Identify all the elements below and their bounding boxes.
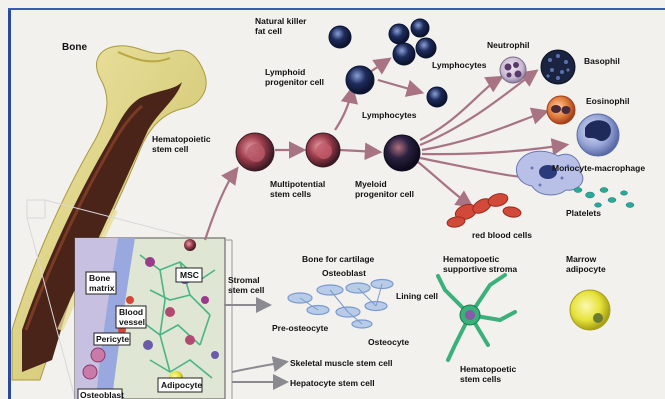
frame-top bbox=[8, 8, 665, 10]
label-multipotential-2: stem cells bbox=[270, 189, 311, 199]
inset-label-pericyte: Pericyte bbox=[94, 333, 130, 345]
label-lymphocytes-upper: Lymphocytes bbox=[432, 60, 487, 70]
basophil bbox=[541, 50, 575, 84]
label-lymphoid-1: Lymphoid bbox=[265, 67, 305, 77]
myeloid-progenitor-cell bbox=[384, 135, 420, 171]
label-myeloid-1: Myeloid bbox=[355, 179, 387, 189]
svg-text:Adipocyte: Adipocyte bbox=[161, 380, 202, 390]
inset-label-msc: MSC bbox=[176, 268, 202, 282]
inset-label-osteoblast: Osteoblast bbox=[78, 389, 124, 399]
neutrophil bbox=[500, 57, 526, 83]
label-hematopoietic-stem-cell-1: Hematopoietic bbox=[152, 134, 211, 144]
label-platelets: Platelets bbox=[566, 208, 601, 218]
label-marrow-adipocyte-1: Marrow bbox=[566, 254, 597, 264]
inset-label-bone-matrix: Bone matrix bbox=[86, 272, 116, 294]
multipotential-stem-cell bbox=[306, 133, 340, 167]
lymphocyte-lower bbox=[427, 87, 447, 107]
label-stromal-1: Stromal bbox=[228, 275, 260, 285]
label-hsc-bottom-1: Hematopoetic bbox=[460, 364, 516, 374]
inset-label-blood-vessel: Blood vessel bbox=[116, 306, 146, 328]
label-eosinophil: Eosinophil bbox=[586, 96, 629, 106]
label-nk-2: fat cell bbox=[255, 26, 282, 36]
svg-text:Blood: Blood bbox=[119, 307, 143, 317]
label-osteocyte: Osteocyte bbox=[368, 337, 409, 347]
label-myeloid-2: progenitor cell bbox=[355, 189, 414, 199]
lymphoid-progenitor-cell bbox=[346, 66, 374, 94]
natural-killer-cell bbox=[329, 26, 351, 48]
label-red-blood-cells: red blood cells bbox=[472, 230, 532, 240]
label-bone: Bone bbox=[62, 42, 87, 53]
label-skeletal-muscle-stem-cell: Skeletal muscle stem cell bbox=[290, 358, 393, 368]
label-marrow-adipocyte-2: adipocyte bbox=[566, 264, 606, 274]
label-hsc-bottom-2: stem cells bbox=[460, 374, 501, 384]
label-bone-for-cartilage: Bone for cartilage bbox=[302, 254, 375, 264]
svg-text:Bone: Bone bbox=[89, 273, 111, 283]
label-basophil: Basophil bbox=[584, 56, 620, 66]
marrow-adipocyte-cell bbox=[570, 290, 610, 330]
svg-text:MSC: MSC bbox=[180, 270, 199, 280]
svg-text:matrix: matrix bbox=[89, 283, 115, 293]
label-hematopoietic-stem-cell-2: stem cell bbox=[152, 144, 188, 154]
label-neutrophil: Neutrophil bbox=[487, 40, 530, 50]
label-stromal-2: stem cell bbox=[228, 285, 264, 295]
svg-text:Pericyte: Pericyte bbox=[96, 334, 129, 344]
label-multipotential-1: Multipotential bbox=[270, 179, 325, 189]
label-monocyte-macrophage: Monocyte-macrophage bbox=[552, 163, 645, 173]
label-supportive-stroma-1: Hematopoetic bbox=[443, 254, 499, 264]
svg-text:Osteoblast: Osteoblast bbox=[80, 390, 124, 399]
label-lining-cell: Lining cell bbox=[396, 291, 438, 301]
label-hepatocyte-stem-cell: Hepatocyte stem cell bbox=[290, 378, 375, 388]
label-lymphocytes-lower: Lymphocytes bbox=[362, 110, 417, 120]
frame-left bbox=[8, 8, 11, 399]
inset-label-adipocyte: Adipocyte bbox=[158, 378, 202, 392]
label-lymphoid-2: progenitor cell bbox=[265, 77, 324, 87]
label-supportive-stroma-2: supportive stroma bbox=[443, 264, 517, 274]
svg-text:vessel: vessel bbox=[119, 317, 145, 327]
marrow-inset bbox=[75, 238, 225, 399]
label-pre-osteocyte: Pre-osteocyte bbox=[272, 323, 328, 333]
monocyte bbox=[577, 114, 619, 156]
label-nk-1: Natural killer bbox=[255, 16, 307, 26]
label-osteoblast: Osteoblast bbox=[322, 268, 366, 278]
hematopoietic-stem-cell bbox=[236, 133, 274, 171]
eosinophil bbox=[547, 96, 575, 124]
